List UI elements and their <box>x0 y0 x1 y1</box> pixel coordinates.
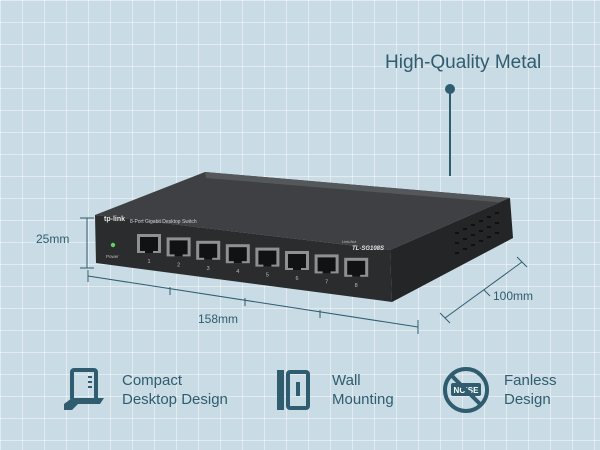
feature-fanless: NOISE Fanless Design <box>440 355 557 425</box>
port-number: 5 <box>266 273 269 279</box>
side-vents <box>455 212 499 254</box>
width-dimension <box>87 270 419 334</box>
ethernet-port: 6 <box>285 251 309 282</box>
feature-fanless-line2: Design <box>504 391 551 408</box>
ethernet-port: 3 <box>196 240 221 272</box>
port-group: 1 2 3 4 5 6 7 8 <box>137 234 369 289</box>
power-label: Power <box>106 254 119 259</box>
device-description: 8-Port Gigabit Desktop Switch <box>130 219 197 225</box>
port-number: 6 <box>295 276 298 282</box>
port-number: 2 <box>177 262 180 268</box>
desktop-icon <box>58 364 110 416</box>
feature-row: Compact Desktop Design Wall Mounting NOI… <box>0 355 600 425</box>
callout-dot <box>445 84 455 94</box>
feature-compact-line2: Desktop Design <box>122 391 228 408</box>
port-number: 3 <box>207 266 210 272</box>
switch-top-highlight <box>205 172 510 203</box>
network-switch: tp-link 8-Port Gigabit Desktop Switch TL… <box>95 172 513 302</box>
depth-label: 100mm <box>493 289 534 303</box>
feature-wall-mount: Wall Mounting <box>268 355 394 425</box>
feature-fanless-line1: Fanless <box>504 372 557 389</box>
power-led <box>110 242 116 248</box>
height-label: 25mm <box>36 232 70 246</box>
model-label: TL-SG108S <box>352 246 384 252</box>
depth-dimension <box>439 256 528 324</box>
width-label: 158mm <box>198 312 239 326</box>
ethernet-port: 1 <box>137 234 161 265</box>
wall-mount-icon <box>268 364 320 416</box>
port-number: 4 <box>236 269 239 275</box>
callout-line <box>449 88 451 176</box>
brand-label: tp-link <box>104 216 125 223</box>
port-number: 8 <box>355 283 358 289</box>
feature-compact-line1: Compact <box>122 372 183 389</box>
feature-wall-line1: Wall <box>332 372 361 389</box>
port-number: 1 <box>147 259 150 265</box>
ethernet-port: 4 <box>225 244 250 275</box>
switch-side <box>390 198 513 302</box>
ethernet-port: 2 <box>166 237 191 268</box>
ethernet-port: 7 <box>314 254 339 285</box>
height-dimension <box>80 217 94 269</box>
feature-wall-line2: Mounting <box>332 391 394 408</box>
linkact-label: Link/Act <box>342 239 357 244</box>
headline: High-Quality Metal <box>385 52 542 73</box>
no-noise-icon: NOISE <box>440 364 492 416</box>
port-number: 7 <box>325 279 328 285</box>
ethernet-port: 5 <box>255 247 280 279</box>
feature-compact: Compact Desktop Design <box>58 355 228 425</box>
ethernet-port: 8 <box>344 257 369 289</box>
